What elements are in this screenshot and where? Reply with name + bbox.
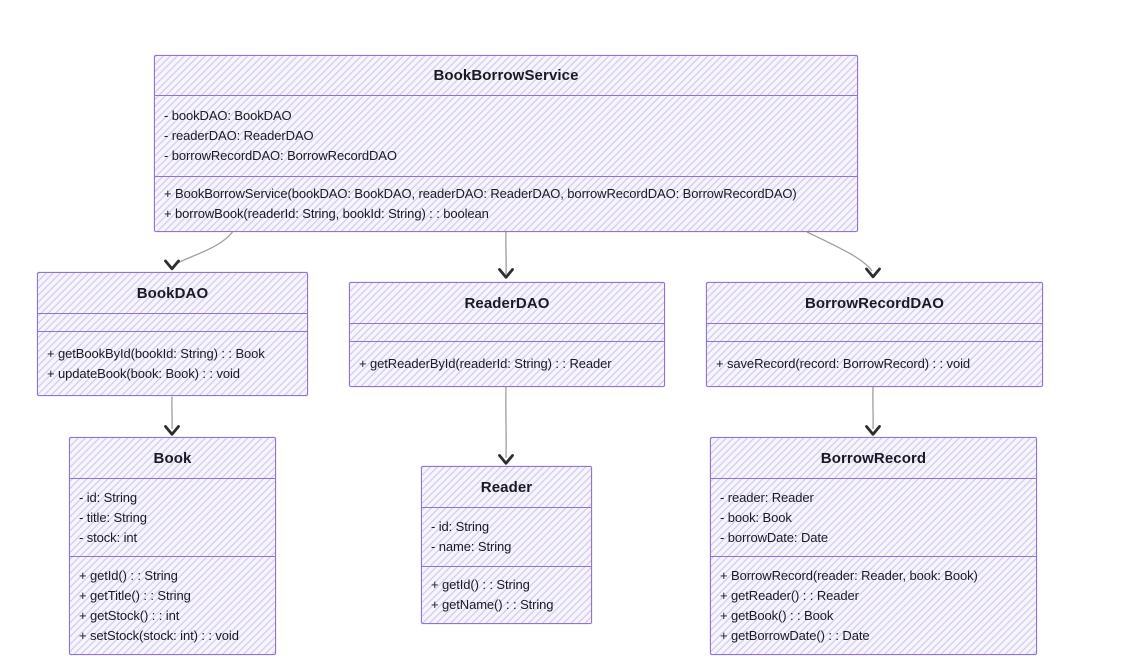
attributes-section	[707, 323, 1042, 341]
class-title-borrowrecord: BorrowRecord	[820, 449, 927, 467]
class-method: + borrowBook(readerId: String, bookId: S…	[164, 206, 489, 221]
arrowhead-icon	[865, 425, 881, 436]
methods-section: + BookBorrowService(bookDAO: BookDAO, re…	[155, 176, 857, 231]
class-title-readerdao: ReaderDAO	[464, 294, 550, 312]
class-attribute: - title: String	[79, 509, 147, 525]
class-attribute: - id: String	[79, 489, 138, 505]
edge-readerdao-to-reader	[498, 386, 514, 465]
methods-section: + saveRecord(record: BorrowRecord) : : v…	[707, 341, 1042, 386]
class-method: + getBookById(bookId: String) : : Book	[47, 345, 265, 361]
class-method: + getName() : : String	[431, 597, 554, 612]
attributes-section	[38, 313, 307, 331]
class-method: + getId() : : String	[431, 577, 530, 592]
edge-bookborrowservice-to-borrowrecorddao	[806, 231, 881, 279]
class-attribute: - borrowRecordDAO: BorrowRecordDAO	[164, 148, 397, 163]
class-attribute: - bookDAO: BookDAO	[164, 108, 292, 123]
class-box-bookdao: BookDAO + getBookById(bookId: String) : …	[37, 272, 308, 396]
arrowhead-icon	[164, 259, 180, 271]
class-attribute: - book: Book	[720, 509, 792, 525]
edge-borrowrecorddao-to-borrowrecord	[865, 386, 881, 436]
edge-bookborrowservice-to-bookdao	[164, 231, 234, 271]
class-attribute: - id: String	[431, 519, 490, 534]
attributes-section: - reader: Reader - book: Book - borrowDa…	[711, 478, 1036, 556]
class-attribute: - readerDAO: ReaderDAO	[164, 128, 314, 143]
class-method: + getId() : : String	[79, 567, 178, 583]
methods-section: + BorrowRecord(reader: Reader, book: Boo…	[711, 556, 1036, 654]
class-attribute: - reader: Reader	[720, 489, 814, 505]
attributes-section	[350, 323, 664, 341]
class-title-bookdao: BookDAO	[136, 284, 209, 302]
class-method: + updateBook(book: Book) : : void	[47, 365, 240, 381]
arrowhead-icon	[865, 267, 881, 279]
class-method: + getReaderById(readerId: String) : : Re…	[359, 356, 612, 371]
class-attribute: - borrowDate: Date	[720, 529, 829, 545]
methods-section: + getBookById(bookId: String) : : Book +…	[38, 331, 307, 395]
class-title-borrowrecorddao: BorrowRecordDAO	[804, 294, 944, 312]
methods-section: + getReaderById(readerId: String) : : Re…	[350, 341, 664, 386]
arrowhead-icon	[498, 454, 514, 465]
class-box-readerdao: ReaderDAO + getReaderById(readerId: Stri…	[349, 282, 665, 387]
class-method: + getTitle() : : String	[79, 587, 191, 603]
class-box-book: Book - id: String - title: String - stoc…	[69, 437, 276, 655]
class-title-reader: Reader	[480, 478, 533, 496]
class-attribute: - name: String	[431, 539, 512, 554]
class-method: + getBook() : : Book	[720, 607, 834, 623]
class-method: + saveRecord(record: BorrowRecord) : : v…	[716, 356, 970, 371]
class-method: + getReader() : : Reader	[720, 587, 859, 603]
edge-bookdao-to-book	[164, 396, 180, 436]
class-title-bookborrowservice: BookBorrowService	[433, 67, 579, 84]
methods-section: + getId() : : String + getTitle() : : St…	[70, 556, 275, 654]
class-box-borrowrecorddao: BorrowRecordDAO + saveRecord(record: Bor…	[706, 282, 1043, 387]
attributes-section: - id: String - name: String	[422, 507, 591, 566]
class-method: + getBorrowDate() : : Date	[720, 627, 870, 643]
class-box-reader: Reader - id: String - name: String + get…	[421, 466, 592, 624]
edge-bookborrowservice-to-readerdao	[498, 231, 514, 279]
edge-line	[176, 231, 234, 265]
attributes-section: - bookDAO: BookDAO - readerDAO: ReaderDA…	[155, 95, 857, 176]
class-method: + BookBorrowService(bookDAO: BookDAO, re…	[164, 186, 797, 201]
class-title-book: Book	[153, 449, 192, 467]
class-method: + getStock() : : int	[79, 607, 180, 623]
class-box-bookborrowservice: BookBorrowService - bookDAO: BookDAO - r…	[154, 55, 858, 232]
arrowhead-icon	[498, 268, 514, 279]
class-box-borrowrecord: BorrowRecord - reader: Reader - book: Bo…	[710, 437, 1037, 655]
arrowhead-icon	[164, 425, 180, 436]
class-method: + BorrowRecord(reader: Reader, book: Boo…	[720, 567, 978, 583]
edge-line	[806, 231, 873, 272]
class-method: + setStock(stock: int) : : void	[79, 627, 239, 643]
methods-section: + getId() : : String + getName() : : Str…	[422, 566, 591, 623]
attributes-section: - id: String - title: String - stock: in…	[70, 478, 275, 556]
class-attribute: - stock: int	[79, 529, 138, 545]
